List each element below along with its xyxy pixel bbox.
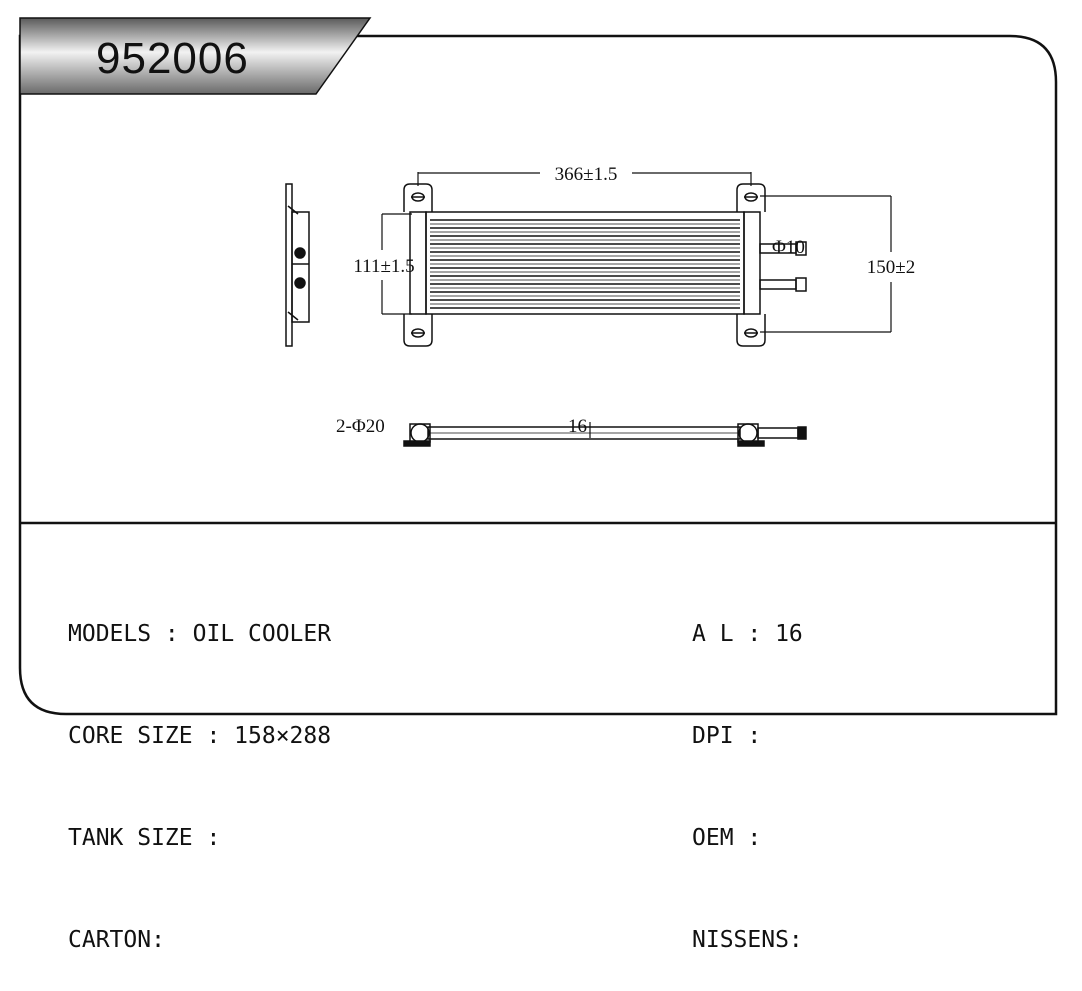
specs-left: MODELS : OIL COOLER CORE SIZE : 158×288 … xyxy=(68,549,331,991)
dpi-line: DPI : xyxy=(692,723,762,749)
dimension-lines xyxy=(381,172,892,333)
core-size-line: CORE SIZE : 158×288 xyxy=(68,723,332,749)
side-view xyxy=(285,183,310,347)
thickness-dimension: 16 xyxy=(568,416,587,437)
models-line: MODELS : OIL COOLER xyxy=(68,621,332,647)
core-height-dimension: 111±1.5 xyxy=(353,256,414,277)
front-view xyxy=(403,183,807,347)
al-line: A L : 16 xyxy=(692,621,803,647)
tank-size-line: TANK SIZE : xyxy=(68,825,221,851)
oem-line: OEM : xyxy=(692,825,762,851)
part-number: 952006 xyxy=(96,34,249,83)
bottom-view xyxy=(403,423,807,447)
width-dimension: 366±1.5 xyxy=(555,164,618,185)
holes-dimension: 2-Φ20 xyxy=(336,416,385,437)
nissens-line: NISSENS: xyxy=(692,927,803,953)
carton-line: CARTON: xyxy=(68,927,165,953)
title-banner xyxy=(19,17,372,95)
drawing-sheet: 366±1.5 111±1.5 150±2 Φ10 2-Φ20 16 xyxy=(18,17,1058,716)
pipe-diameter-label: Φ10 xyxy=(772,237,805,258)
specs-right: A L : 16 DPI : OEM : NISSENS: xyxy=(692,549,803,991)
sheet-border xyxy=(18,34,1058,716)
overall-height-dimension: 150±2 xyxy=(867,257,915,278)
